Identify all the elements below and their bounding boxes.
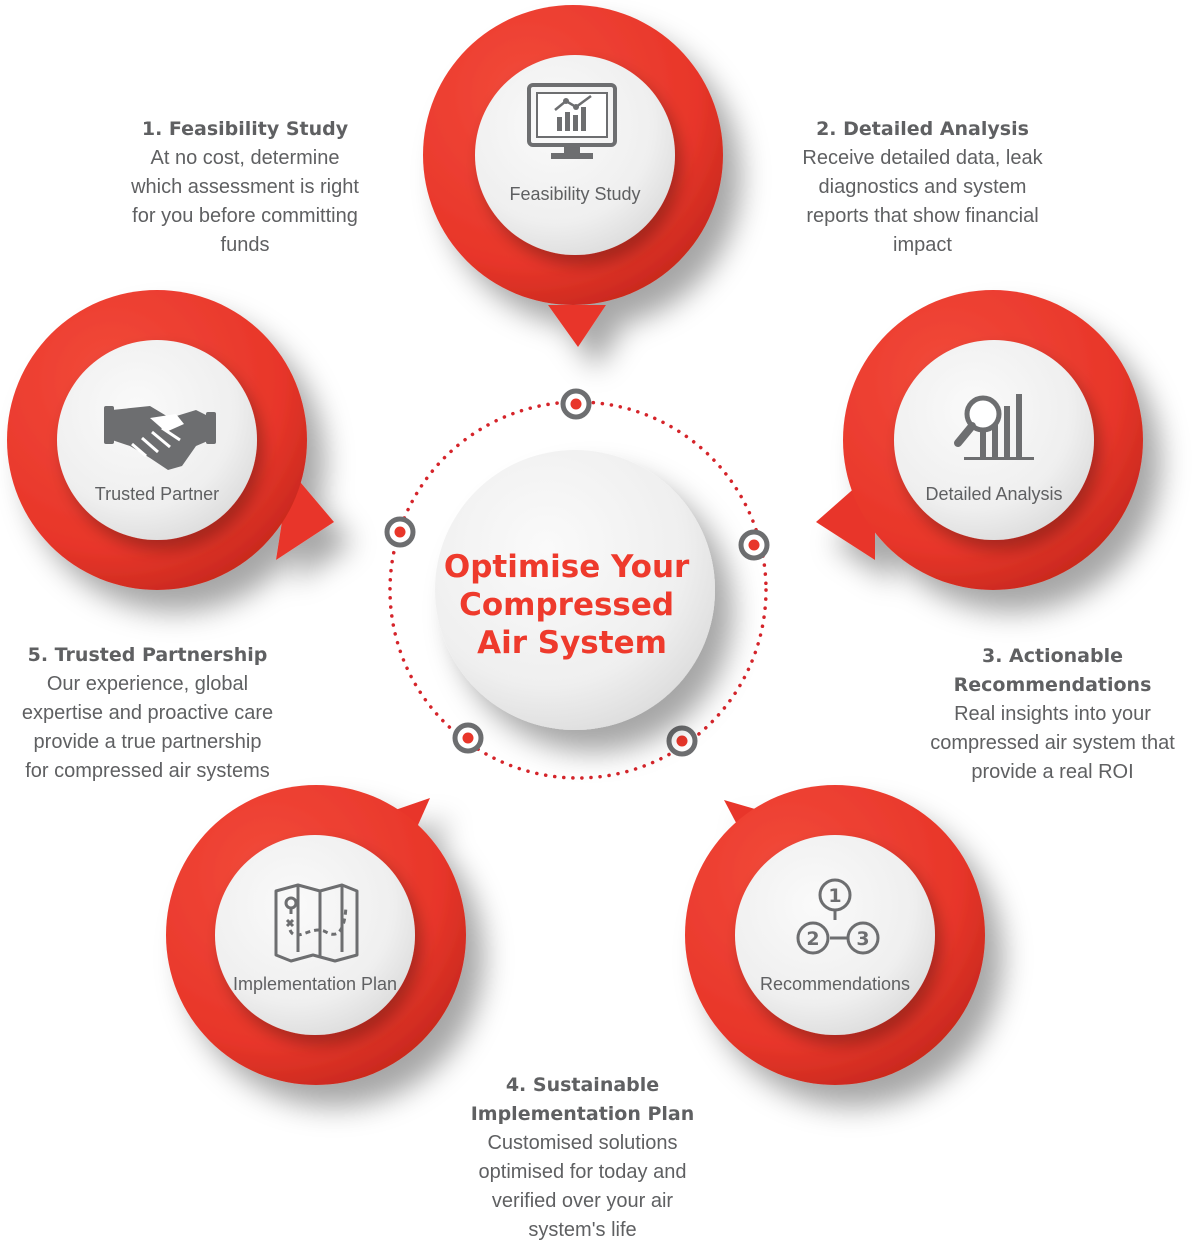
step-line: which assessment is right bbox=[131, 176, 359, 198]
node-label: Feasibility Study bbox=[509, 184, 640, 204]
step-line: for compressed air systems bbox=[25, 760, 270, 782]
step-line: At no cost, determine bbox=[150, 147, 340, 169]
monitor-chart-icon bbox=[527, 83, 617, 159]
center-title: Optimise Your Compressed Air System bbox=[444, 549, 700, 661]
node-trusted-partner: Trusted Partner bbox=[7, 290, 334, 590]
node-label: Implementation Plan bbox=[233, 974, 397, 994]
ring-marker bbox=[666, 725, 698, 757]
step-line: funds bbox=[220, 234, 270, 256]
ring-marker bbox=[452, 722, 484, 754]
step-line: Customised solutions bbox=[487, 1132, 678, 1154]
node-label: Trusted Partner bbox=[95, 484, 219, 504]
step-line: expertise and proactive care bbox=[21, 702, 274, 724]
dotted-ring bbox=[388, 400, 768, 780]
svg-text:1: 1 bbox=[828, 885, 841, 907]
step-heading: 5. Trusted Partnership bbox=[27, 644, 268, 666]
magnifier-bars-icon bbox=[954, 394, 1034, 460]
step-3-text: 3. Actionable Recommendations Real insig… bbox=[915, 642, 1190, 787]
step-line: verified over your air bbox=[491, 1190, 674, 1212]
step-2-text: 2. Detailed Analysis Receive detailed da… bbox=[770, 115, 1075, 260]
node-label: Detailed Analysis bbox=[925, 484, 1062, 504]
step-line: for you before committing bbox=[132, 205, 358, 227]
ring-marker bbox=[738, 529, 770, 561]
step-heading: 3. Actionable bbox=[981, 645, 1123, 667]
step-line: Receive detailed data, leak bbox=[802, 147, 1043, 169]
step-heading: Implementation Plan bbox=[470, 1103, 695, 1125]
step-line: Our experience, global bbox=[46, 673, 249, 695]
map-icon bbox=[274, 883, 359, 963]
step-4-text: 4. Sustainable Implementation Plan Custo… bbox=[440, 1071, 725, 1245]
step-line: optimised for today and bbox=[478, 1161, 687, 1183]
node-recommendations: 1 2 3 Recommendations bbox=[685, 785, 985, 1085]
step-line: impact bbox=[893, 234, 952, 256]
numbered-circles-icon: 1 2 3 bbox=[796, 878, 880, 955]
step-heading: 1. Feasibility Study bbox=[141, 118, 349, 140]
step-line: reports that show financial bbox=[806, 205, 1039, 227]
ring-marker bbox=[560, 388, 592, 420]
node-feasibility-study: Feasibility Study bbox=[423, 5, 723, 347]
node-implementation-plan: Implementation Plan bbox=[166, 785, 466, 1085]
step-line: provide a true partnership bbox=[33, 731, 262, 753]
step-5-text: 5. Trusted Partnership Our experience, g… bbox=[5, 641, 290, 786]
step-heading: 2. Detailed Analysis bbox=[816, 118, 1029, 140]
node-label: Recommendations bbox=[760, 974, 910, 994]
handshake-icon bbox=[104, 406, 216, 470]
center-disc bbox=[435, 450, 715, 730]
step-line: diagnostics and system bbox=[818, 176, 1027, 198]
step-line: provide a real ROI bbox=[971, 761, 1134, 783]
step-line: Real insights into your bbox=[954, 703, 1151, 725]
step-heading: 4. Sustainable bbox=[505, 1074, 660, 1096]
node-detailed-analysis: Detailed Analysis bbox=[816, 290, 1143, 590]
step-line: compressed air system that bbox=[930, 732, 1175, 754]
step-heading: Recommendations bbox=[953, 674, 1152, 696]
ring-marker bbox=[384, 516, 416, 548]
step-line: system's life bbox=[528, 1219, 637, 1241]
svg-text:3: 3 bbox=[856, 928, 869, 950]
step-1-text: 1. Feasibility Study At no cost, determi… bbox=[100, 115, 390, 260]
svg-text:2: 2 bbox=[806, 928, 819, 950]
